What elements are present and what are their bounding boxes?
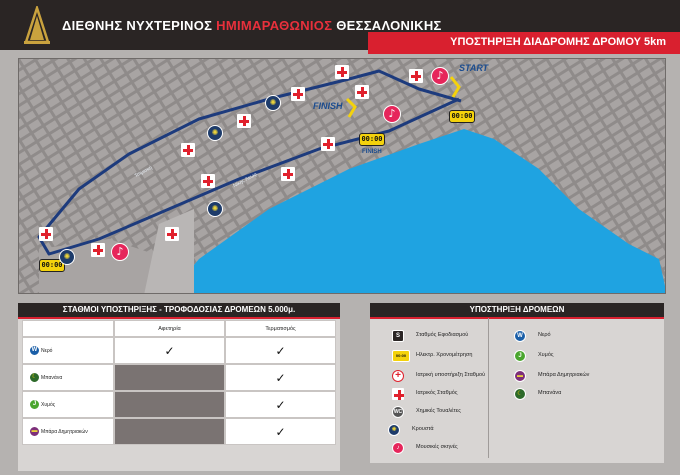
medical-cross-icon: [39, 227, 53, 241]
medical-station-icon: [392, 388, 404, 400]
check-icon: ✓: [275, 425, 286, 439]
music-stage-icon: ♪: [392, 442, 404, 454]
medical-cross-icon: [165, 227, 179, 241]
medical-cross-icon: [409, 69, 423, 83]
turn-timer: 00:00: [39, 259, 65, 272]
medical-cross-icon: [201, 174, 215, 188]
medical-cross-icon: [281, 167, 295, 181]
check-icon: ✓: [275, 398, 286, 412]
check-icon: ✓: [275, 371, 286, 385]
banana-icon: ☾: [514, 388, 526, 400]
start-label: START: [459, 63, 489, 73]
route-line: [37, 69, 462, 256]
finish-label: FINISH: [313, 101, 343, 111]
stations-title: ΣΤΑΘΜΟΙ ΥΠΟΣΤΗΡΙΞΗΣ - ΤΡΟΦΟΔΟΣΙΑΣ ΔΡΟΜΕΩ…: [18, 303, 340, 319]
supply-station-icon: S: [392, 330, 404, 342]
kiosk-icon: ✺: [207, 125, 223, 141]
medical-cross-icon: [335, 65, 349, 79]
cereal-bar-icon: ▬: [514, 370, 526, 382]
kiosk-icon: ✺: [388, 424, 400, 436]
finish-small-label: FINISH: [362, 149, 382, 155]
start-timer: 00:00: [449, 110, 475, 123]
col-start: Αφετηρία: [114, 320, 225, 337]
medical-cross-icon: [91, 243, 105, 257]
event-logo: [24, 6, 50, 44]
banana-icon: ☾: [29, 372, 40, 383]
table-row: J Χυμός ✓: [22, 391, 336, 418]
wc-icon: WC: [392, 406, 404, 418]
kiosk-icon: ✺: [265, 95, 281, 111]
medical-cross-icon: [181, 143, 195, 157]
sea: [170, 129, 665, 293]
music-stage-icon: ♪: [111, 243, 129, 261]
music-stage-icon: ♪: [431, 67, 449, 85]
table-row: W Νερό ✓ ✓: [22, 337, 336, 364]
check-icon: ✓: [164, 344, 175, 358]
kiosk-icon: ✺: [207, 201, 223, 217]
medical-support-icon: +: [392, 370, 404, 382]
timing-icon: 00:00: [392, 350, 410, 362]
banner-text: ΥΠΟΣΤΗΡΙΞΗ ΔΙΑΔΡΟΜΗΣ ΔΡΟΜΟΥ 5km: [450, 36, 666, 48]
medical-cross-icon: [321, 137, 335, 151]
table-row: ☾ Μπανάνα ✓: [22, 364, 336, 391]
medical-cross-icon: [291, 87, 305, 101]
table-header-row: Αφετηρία Τερματισμός: [22, 320, 336, 337]
event-title: ΔΙΕΘΝΗΣ ΝΥΧΤΕΡΙΝΟΣ ΗΜΙΜΑΡΑΘΩΝΙΟΣ ΘΕΣΣΑΛΟ…: [62, 18, 442, 33]
kiosk-icon: ✺: [59, 249, 75, 265]
route-banner: ΥΠΟΣΤΗΡΙΞΗ ΔΙΑΔΡΟΜΗΣ ΔΡΟΜΟΥ 5km: [368, 32, 680, 54]
check-icon: ✓: [275, 344, 286, 358]
juice-icon: J: [29, 399, 40, 410]
medical-cross-icon: [237, 114, 251, 128]
support-title: ΥΠΟΣΤΗΡΙΞΗ ΔΡΟΜΕΩΝ: [370, 303, 664, 319]
juice-icon: J: [514, 350, 526, 362]
support-panel: ΥΠΟΣΤΗΡΙΞΗ ΔΡΟΜΕΩΝ: [370, 303, 664, 463]
music-stage-icon: ♪: [383, 105, 401, 123]
water-icon: W: [29, 345, 40, 356]
stations-table: Αφετηρία Τερματισμός W Νερό ✓ ✓ ☾ Μπανάν…: [22, 320, 336, 445]
route-map[interactable]: START FINISH FINISH Τσιμισκή Νίκης Λεωφ.…: [18, 58, 666, 294]
finish-timer: 00:00: [359, 133, 385, 146]
header: ΔΙΕΘΝΗΣ ΝΥΧΤΕΡΙΝΟΣ ΗΜΙΜΑΡΑΘΩΝΙΟΣ ΘΕΣΣΑΛΟ…: [0, 0, 680, 50]
cereal-bar-icon: ▬: [29, 426, 40, 437]
col-finish: Τερματισμός: [225, 320, 336, 337]
water-icon: W: [514, 330, 526, 342]
medical-cross-icon: [355, 85, 369, 99]
table-row: ▬ Μπάρα Δημητριακών ✓: [22, 418, 336, 445]
